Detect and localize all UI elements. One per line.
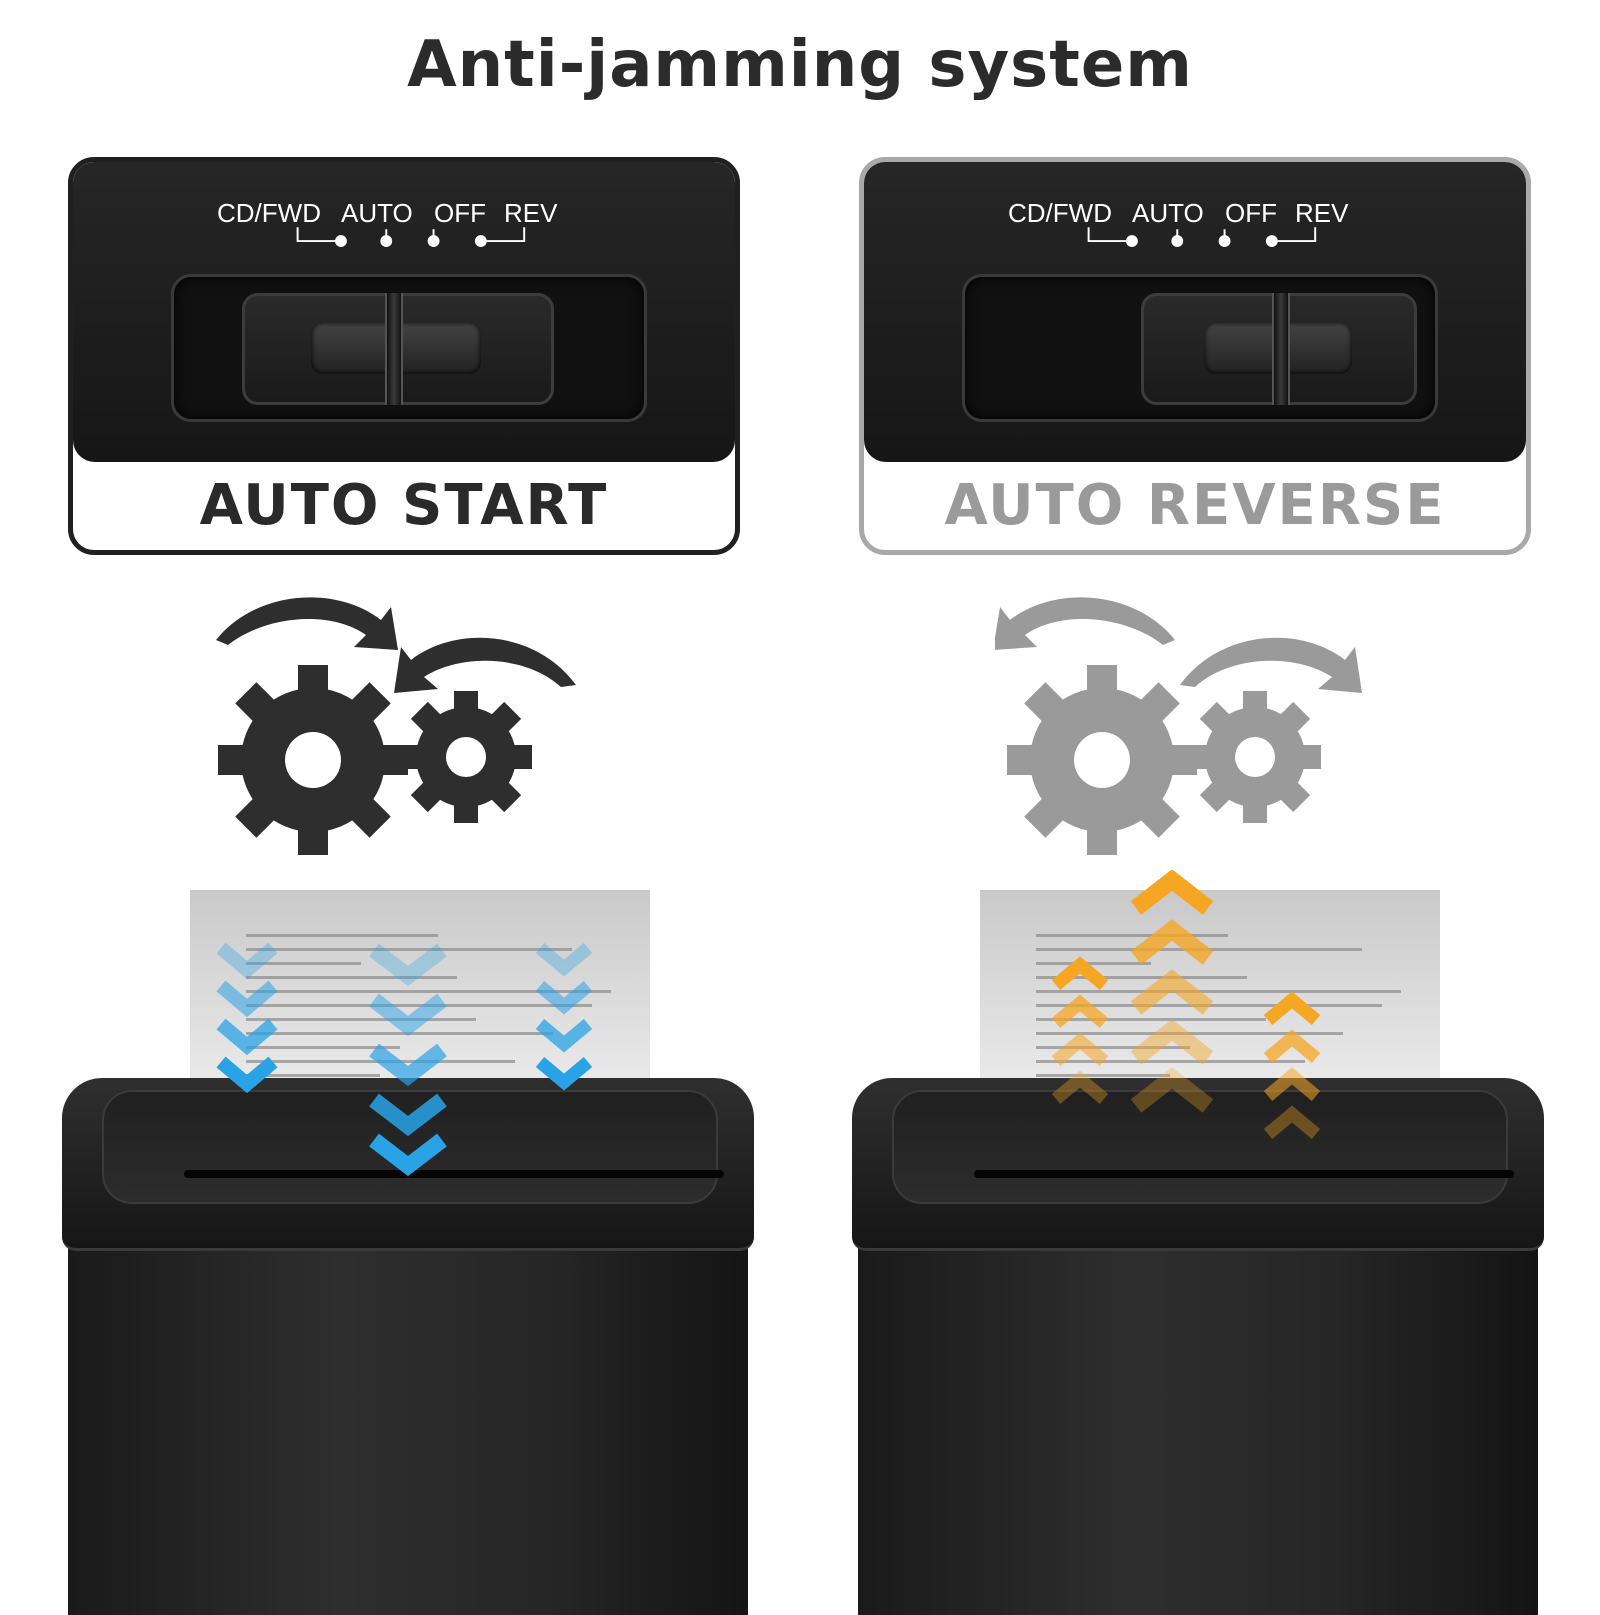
paper-slot — [974, 1170, 1514, 1178]
gears-forward-graphic — [216, 597, 576, 855]
gears-reverse-graphic — [995, 597, 1362, 855]
shredder-reverse — [840, 870, 1560, 1615]
slider-track — [962, 274, 1438, 422]
mode-slider[interactable] — [1141, 293, 1417, 405]
mode-label-auto-start: AUTO START — [199, 473, 609, 538]
position-indicator — [296, 227, 526, 247]
mode-card-auto-start: CD/FWD AUTO OFF REV AUTO START — [68, 157, 740, 555]
switch-position-labels: CD/FWD AUTO OFF REV — [864, 198, 1526, 238]
mode-slider[interactable] — [242, 293, 554, 405]
shredder-lid-top — [102, 1090, 724, 1204]
switch-position-labels: CD/FWD AUTO OFF REV — [73, 198, 735, 238]
position-label-auto: AUTO — [1132, 198, 1204, 228]
gear-icon — [1189, 691, 1321, 823]
position-label-rev: REV — [504, 198, 558, 228]
gear-icon — [218, 665, 408, 855]
chevron-down-icon — [369, 943, 447, 1177]
slider-ridge — [1272, 293, 1290, 405]
chevron-up-icon — [1263, 991, 1321, 1139]
position-label-rev: REV — [1295, 198, 1349, 228]
gear-icon — [400, 691, 532, 823]
slider-ridge — [385, 293, 403, 405]
shredder-lid — [62, 1078, 754, 1251]
position-label-cd-fwd: CD/FWD — [1008, 198, 1112, 228]
shredder-lid — [852, 1078, 1544, 1251]
position-label-off: OFF — [1225, 198, 1277, 228]
chevron-down-icon — [216, 942, 278, 1094]
mode-card-auto-reverse: CD/FWD AUTO OFF REV AUTO REVERSE — [859, 157, 1531, 555]
position-label-auto: AUTO — [341, 198, 413, 228]
paper-slot — [184, 1170, 724, 1178]
chevron-down-icon — [535, 943, 593, 1091]
switch-panel: CD/FWD AUTO OFF REV — [864, 162, 1526, 462]
shredder-lid-top — [892, 1090, 1514, 1204]
gear-icon — [1007, 665, 1197, 855]
chevron-up-icon — [1051, 956, 1109, 1104]
rotation-arrow-icon — [995, 597, 1362, 693]
position-label-cd-fwd: CD/FWD — [217, 198, 321, 228]
mode-label-auto-reverse: AUTO REVERSE — [944, 473, 1446, 538]
position-label-off: OFF — [434, 198, 486, 228]
switch-panel: CD/FWD AUTO OFF REV — [73, 162, 735, 462]
position-indicator — [1087, 227, 1317, 247]
shredder-forward — [50, 890, 770, 1615]
chevron-up-icon — [1130, 870, 1214, 1113]
rotation-arrow-icon — [216, 597, 576, 693]
slider-track — [171, 274, 647, 422]
page-title: Anti-jamming system — [407, 28, 1193, 102]
